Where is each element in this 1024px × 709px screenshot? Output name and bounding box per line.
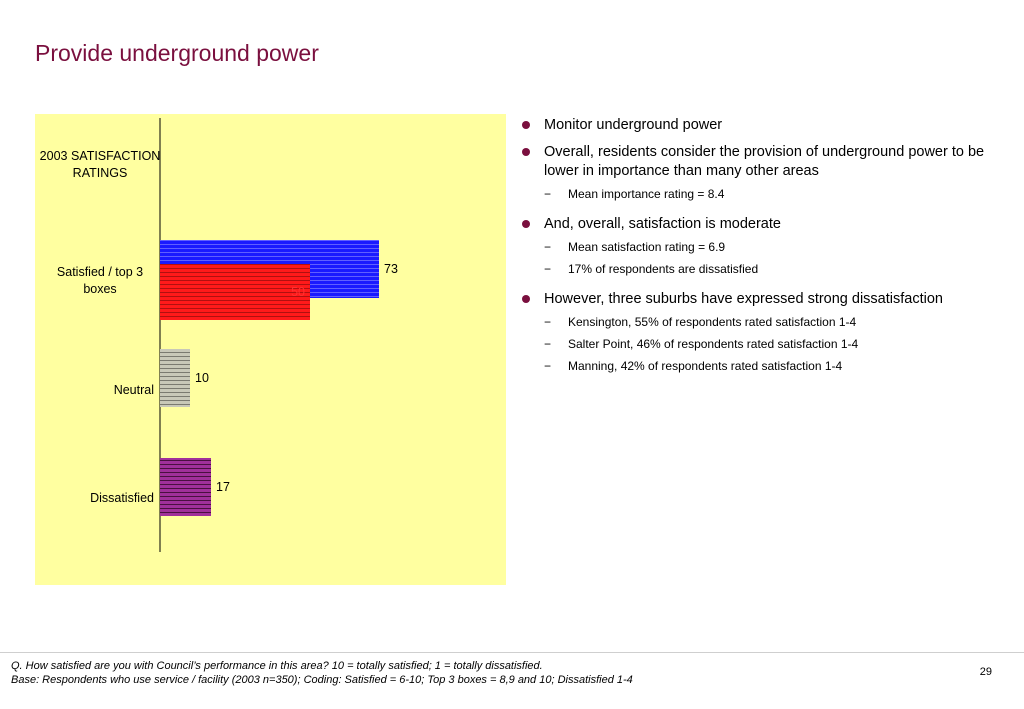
category-label: Dissatisfied — [90, 491, 154, 505]
page-title: Provide underground power — [35, 40, 319, 66]
sub-bullet-item: − 17% of respondents are dissatisfied — [520, 262, 990, 277]
footnote: Q. How satisfied are you with Council’s … — [11, 659, 633, 687]
footnote-question: Q. How satisfied are you with Council’s … — [11, 660, 543, 672]
bar-neutral — [160, 349, 190, 407]
dash-icon: − — [544, 240, 552, 254]
footnote-base: Base: Respondents who use service / faci… — [11, 674, 633, 686]
chart-heading: 2003 SATISFACTION RATINGS — [39, 149, 161, 180]
footer-divider — [0, 652, 1024, 653]
bullet-text: Monitor underground power — [544, 117, 723, 133]
bullet-item: However, three suburbs have expressed st… — [520, 290, 990, 309]
dash-icon: − — [544, 337, 552, 351]
sub-bullet-item: − Mean satisfaction rating = 6.9 — [520, 240, 990, 255]
bullet-item: Overall, residents consider the provisio… — [520, 143, 990, 181]
sub-bullet-item: − Kensington, 55% of respondents rated sa… — [520, 315, 990, 330]
category-label: Satisfied / top 3 boxes — [56, 265, 144, 296]
bullet-text: However, three suburbs have expressed st… — [544, 291, 943, 307]
sub-bullet-text: Mean importance rating = 8.4 — [568, 187, 725, 201]
dash-icon: − — [544, 262, 552, 276]
sub-bullet-item: − Salter Point, 46% of respondents rated … — [520, 337, 990, 352]
sub-bullet-text: 17% of respondents are dissatisfied — [568, 262, 759, 276]
sub-bullet-text: Manning, 42% of respondents rated satisf… — [568, 359, 843, 373]
bullet-icon — [522, 295, 530, 303]
bullet-text: Overall, residents consider the provisio… — [544, 144, 985, 179]
data-label-top3: 50 — [291, 285, 305, 299]
bullet-item: Monitor underground power — [520, 116, 990, 135]
chart-panel: 2003 SATISFACTION RATINGS Satisfied / to… — [35, 114, 506, 585]
sub-bullet-text: Salter Point, 46% of respondents rated s… — [568, 337, 859, 351]
bullet-text: And, overall, satisfaction is moderate — [544, 216, 781, 232]
sub-bullet-item: − Manning, 42% of respondents rated satis… — [520, 359, 990, 374]
dash-icon: − — [544, 187, 552, 201]
bar-dissatisfied — [160, 458, 211, 516]
sub-bullet-item: − Mean importance rating = 8.4 — [520, 187, 990, 202]
sub-bullet-text: Kensington, 55% of respondents rated sat… — [568, 315, 857, 329]
data-label: 17 — [216, 480, 230, 494]
bullet-icon — [522, 121, 530, 129]
bullet-item: And, overall, satisfaction is moderate — [520, 215, 990, 234]
dash-icon: − — [544, 359, 552, 373]
bar-top3-boxes — [160, 264, 310, 320]
bullet-icon — [522, 220, 530, 228]
category-label: Neutral — [113, 383, 154, 397]
data-label: 73 — [384, 262, 398, 276]
sub-bullet-text: Mean satisfaction rating = 6.9 — [568, 240, 726, 254]
page-number: 29 — [979, 666, 992, 678]
dash-icon: − — [544, 315, 552, 329]
bullet-icon — [522, 148, 530, 156]
bar-chart: 73 10 17 50 — [159, 118, 398, 552]
data-label: 10 — [195, 371, 209, 385]
